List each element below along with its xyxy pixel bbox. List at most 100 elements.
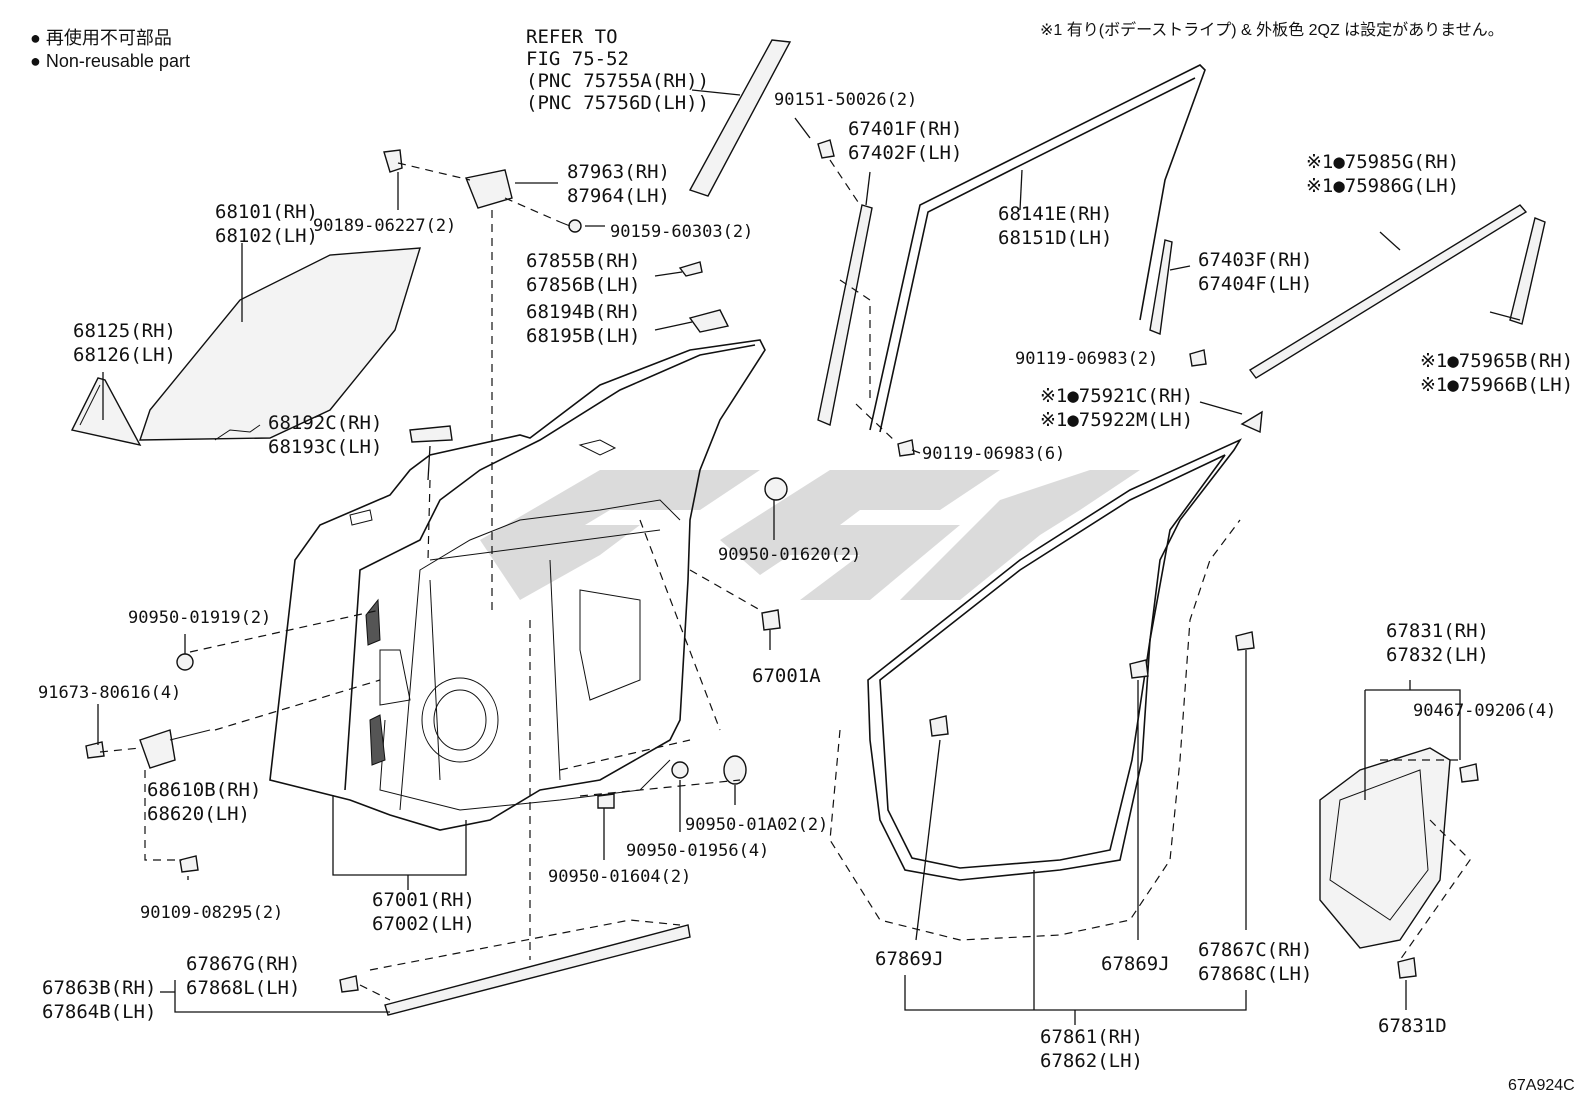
refer-block: REFER TO FIG 75-52 (PNC 75755A(RH)) (PNC… xyxy=(526,26,709,114)
hole-plug-01620 xyxy=(764,477,788,501)
label-87964: 87964(LH) xyxy=(567,185,670,207)
label-90950-01919: 90950-01919(2) xyxy=(128,608,271,628)
screw-90151 xyxy=(817,139,835,159)
plug-01604 xyxy=(597,793,615,809)
front-door-frame xyxy=(269,339,766,831)
label-90950-01956: 90950-01956(4) xyxy=(626,841,769,861)
refer-line-4: (PNC 75756D(LH)) xyxy=(526,92,709,114)
plug-01956 xyxy=(671,761,689,779)
part-labels: 68101(RH) 68102(LH) 68125(RH) 68126(LH) … xyxy=(38,90,1575,1094)
bolt-90119-b xyxy=(897,439,915,457)
clip-90467 xyxy=(1459,763,1479,783)
plug-01A02 xyxy=(723,755,747,785)
label-67403: 67403F(RH) xyxy=(1198,249,1312,271)
clip-67001A xyxy=(761,609,781,631)
clip-67867G xyxy=(339,975,359,993)
bolt-90119-a xyxy=(1189,349,1207,367)
cushion-68194 xyxy=(688,309,730,333)
label-67862: 67862(LH) xyxy=(1040,1050,1143,1072)
label-90950-01604: 90950-01604(2) xyxy=(548,867,691,887)
clip-67831D xyxy=(1397,957,1417,979)
cover-67403 xyxy=(1149,239,1173,335)
label-67856: 67856B(LH) xyxy=(526,274,640,296)
label-68194: 68194B(RH) xyxy=(526,301,640,323)
label-67867C: 67867C(RH) xyxy=(1198,939,1312,961)
label-68126: 68126(LH) xyxy=(73,344,176,366)
label-67868L: 67868L(LH) xyxy=(186,977,300,999)
refer-line-1: REFER TO xyxy=(526,26,618,48)
plug-01919 xyxy=(176,653,194,671)
label-67869J-a: 67869J xyxy=(875,948,944,970)
label-68610: 68610B(RH) xyxy=(147,779,261,801)
label-67001: 67001(RH) xyxy=(372,889,475,911)
label-67832: 67832(LH) xyxy=(1386,644,1489,666)
label-68102: 68102(LH) xyxy=(215,225,318,247)
label-67855: 67855B(RH) xyxy=(526,250,640,272)
clip-67867C xyxy=(1235,631,1255,651)
stripe-75921 xyxy=(1240,410,1263,434)
label-67861: 67861(RH) xyxy=(1040,1026,1143,1048)
leader-lines xyxy=(97,89,1521,1025)
refer-line-3: (PNC 75755A(RH)) xyxy=(526,70,709,92)
bolt-90159 xyxy=(559,219,582,233)
label-68192: 68192C(RH) xyxy=(268,412,382,434)
sash-molding-87963 xyxy=(688,39,792,197)
stripe-75985 xyxy=(1248,204,1528,379)
label-75965: ※1●75965B(RH) xyxy=(1420,350,1573,372)
diagram-id: 67A924C xyxy=(1508,1077,1575,1094)
label-67863: 67863B(RH) xyxy=(42,977,156,999)
watermark-logo xyxy=(480,470,1140,600)
label-68101: 68101(RH) xyxy=(215,201,318,223)
label-67402: 67402F(LH) xyxy=(848,142,962,164)
label-68620: 68620(LH) xyxy=(147,803,250,825)
clip-67869J-a xyxy=(929,715,949,737)
label-90950-01620: 90950-01620(2) xyxy=(718,545,861,565)
label-90119-b: 90119-06983(6) xyxy=(922,444,1065,464)
bolt-91673 xyxy=(85,741,105,759)
bolt-90109 xyxy=(179,855,199,873)
front-corner-piece xyxy=(70,377,142,447)
rocker-molding xyxy=(384,924,691,1016)
label-75921: ※1●75921C(RH) xyxy=(1040,385,1193,407)
clip-67869J-b xyxy=(1129,659,1149,679)
label-67868C: 67868C(LH) xyxy=(1198,963,1312,985)
refer-line-2: FIG 75-52 xyxy=(526,48,629,70)
label-68193: 68193C(LH) xyxy=(268,436,382,458)
label-67404: 67404F(LH) xyxy=(1198,273,1312,295)
label-75966: ※1●75966B(LH) xyxy=(1420,374,1573,396)
hinge-bracket xyxy=(465,169,513,209)
label-67831: 67831(RH) xyxy=(1386,620,1489,642)
note-text: ※1 有り(ボデーストライプ) & 外板色 2QZ は設定がありません。 xyxy=(1040,20,1504,39)
label-75922: ※1●75922M(LH) xyxy=(1040,409,1193,431)
door-check-68610 xyxy=(139,729,211,769)
legend-jp: ● 再使用不可部品 xyxy=(30,28,172,48)
label-67867G: 67867G(RH) xyxy=(186,953,300,975)
clip-90189 xyxy=(383,149,403,173)
label-67869J-b: 67869J xyxy=(1101,953,1170,975)
label-75986: ※1●75986G(LH) xyxy=(1306,175,1459,197)
stripe-75965 xyxy=(1509,217,1546,325)
door-glass xyxy=(139,247,421,441)
label-90151: 90151-50026(2) xyxy=(774,90,917,110)
legend-en: ● Non-reusable part xyxy=(30,51,190,71)
bracket-67855 xyxy=(678,261,703,277)
label-67831D: 67831D xyxy=(1378,1015,1447,1037)
label-68195: 68195B(LH) xyxy=(526,325,640,347)
label-90109: 90109-08295(2) xyxy=(140,903,283,923)
label-68141: 68141E(RH) xyxy=(998,203,1112,225)
label-90119-a: 90119-06983(2) xyxy=(1015,349,1158,369)
handle-68192 xyxy=(409,425,453,443)
label-75985: ※1●75985G(RH) xyxy=(1306,151,1459,173)
door-weatherstrip xyxy=(829,438,1243,941)
label-87963: 87963(RH) xyxy=(567,161,670,183)
label-90189: 90189-06227(2) xyxy=(313,216,456,236)
channel-67401 xyxy=(817,204,873,426)
label-68151: 68151D(LH) xyxy=(998,227,1112,249)
label-67864: 67864B(LH) xyxy=(42,1001,156,1023)
label-67001A: 67001A xyxy=(752,665,821,687)
label-67401: 67401F(RH) xyxy=(848,118,962,140)
label-91673: 91673-80616(4) xyxy=(38,683,181,703)
label-90467: 90467-09206(4) xyxy=(1413,701,1556,721)
